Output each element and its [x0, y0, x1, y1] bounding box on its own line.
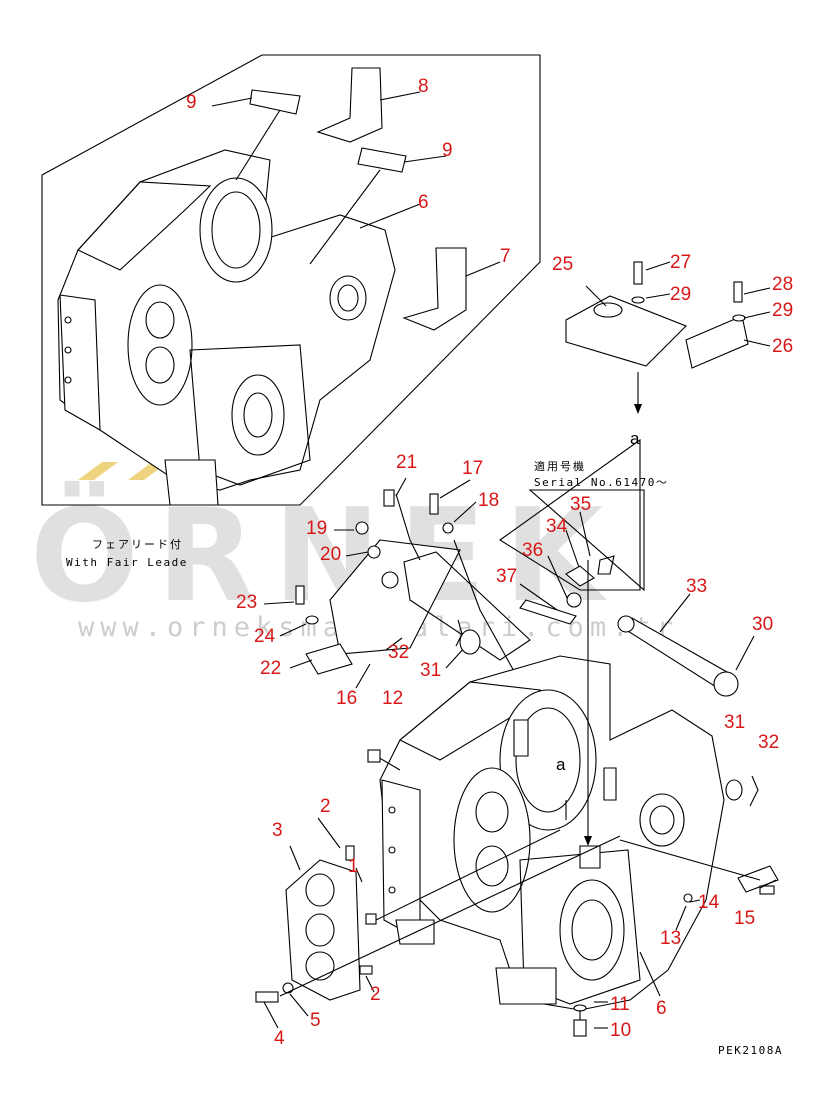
callout-12: 12	[382, 688, 403, 709]
callout-5: 5	[310, 1010, 321, 1031]
drawing-code: PEK2108A	[718, 1044, 783, 1057]
callout-32-right: 32	[758, 732, 779, 753]
callout-11: 11	[610, 994, 630, 1015]
callout-8: 8	[418, 76, 429, 97]
callout-30: 30	[752, 614, 773, 635]
callout-37: 37	[496, 566, 517, 587]
plate-9-middle	[357, 147, 407, 173]
upper-steering-case	[57, 149, 396, 506]
callout-1: 1	[348, 856, 359, 877]
callout-33: 33	[686, 576, 707, 597]
shaft-assembly	[455, 555, 759, 807]
callout-29-right: 29	[772, 300, 793, 321]
callout-20: 20	[320, 544, 341, 565]
bracket-7	[402, 247, 467, 331]
lower-steering-case	[379, 655, 725, 1011]
callout-13: 13	[660, 928, 681, 949]
callout-34: 34	[546, 516, 568, 537]
fair-lead-note-jp: フェアリード付	[92, 538, 183, 551]
callout-28: 28	[772, 274, 793, 295]
plate-9-upper	[249, 89, 301, 115]
callout-21: 21	[396, 452, 417, 473]
detail-a-label-case: a	[556, 755, 566, 774]
callout-6-upper: 6	[418, 192, 429, 213]
side-cover-3	[255, 829, 621, 1003]
fair-lead-note-en: With Fair Leade	[66, 556, 188, 569]
watermark-accent-left	[78, 462, 118, 480]
serial-note-en: Serial No.61470～	[534, 476, 668, 489]
callout-2-lower: 2	[370, 984, 381, 1005]
callout-9-middle: 9	[442, 140, 453, 161]
callout-26: 26	[772, 336, 793, 357]
callout-4: 4	[274, 1028, 285, 1049]
callout-19: 19	[306, 518, 327, 539]
callout-22: 22	[260, 658, 281, 679]
callout-31-right: 31	[724, 712, 745, 733]
callout-35: 35	[570, 494, 591, 515]
callout-18: 18	[478, 490, 499, 511]
callout-7: 7	[500, 246, 511, 267]
callout-14: 14	[698, 892, 720, 913]
callout-27: 27	[670, 252, 691, 273]
wiring-cover-assembly	[295, 438, 641, 701]
serial-note-jp: 適用号機	[534, 459, 586, 473]
callout-3: 3	[272, 820, 283, 841]
detail-a-label-inset: a	[630, 429, 640, 448]
watermark-brand: ÖRNEK	[30, 481, 621, 631]
callout-15: 15	[734, 908, 755, 929]
callout-23: 23	[236, 592, 257, 613]
serial-frame	[528, 489, 645, 592]
callout-32-middle: 32	[388, 642, 409, 663]
cover-plate-inset	[565, 261, 771, 414]
leader-lines-upper	[211, 91, 501, 277]
callout-31-middle: 31	[420, 660, 441, 681]
callout-9-upper: 9	[186, 92, 197, 113]
fair-lead-variant-frame	[41, 54, 541, 506]
callout-10: 10	[610, 1020, 631, 1041]
callout-labels: 9 8 9 6 7 25 27 29 28 29 26 21 17 18 19 …	[186, 76, 793, 1049]
bracket-8	[316, 67, 383, 143]
callout-17: 17	[462, 458, 483, 479]
lower-fasteners	[263, 560, 779, 1037]
callout-29-left: 29	[670, 284, 691, 305]
callout-6-lower: 6	[656, 998, 667, 1019]
callout-2-upper: 2	[320, 796, 331, 817]
callout-25: 25	[552, 254, 573, 275]
callout-36: 36	[522, 540, 543, 561]
callout-24: 24	[254, 626, 276, 647]
callout-16: 16	[336, 688, 357, 709]
